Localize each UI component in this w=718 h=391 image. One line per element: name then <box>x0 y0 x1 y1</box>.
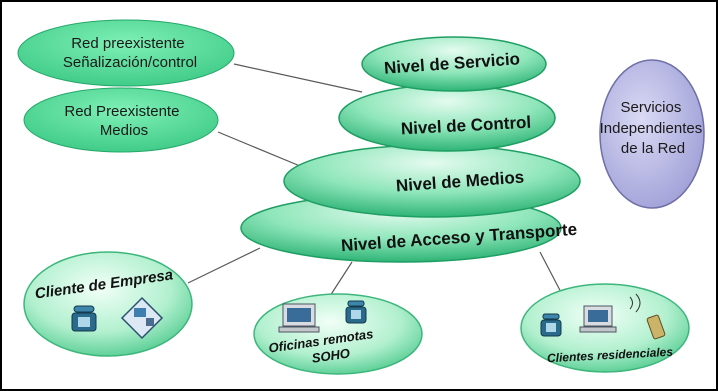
soho-connector <box>329 261 353 297</box>
computer-icon <box>579 305 617 333</box>
media-connector <box>217 131 301 167</box>
legacy-media-label: Red Preexistente Medios <box>64 103 183 139</box>
workstation-icon <box>120 296 164 340</box>
legacy-signaling-network <box>17 19 235 87</box>
service-layer <box>361 36 547 92</box>
services-oval <box>599 59 705 209</box>
mobile-phone-icon <box>629 293 666 340</box>
phone-icon <box>345 300 367 324</box>
services-label: Servicios Independientes de la Red <box>600 99 707 157</box>
enterprise-connector <box>187 247 261 284</box>
legacy-media-network <box>23 87 219 153</box>
legacy-signaling-label: Red preexistente Señalización/control <box>63 35 197 71</box>
signaling-connector <box>233 63 363 93</box>
phone-icon <box>540 313 562 337</box>
phone-icon <box>71 305 97 332</box>
computer-icon <box>278 303 320 333</box>
residential-client-label: Clientes residenciales <box>547 345 674 366</box>
